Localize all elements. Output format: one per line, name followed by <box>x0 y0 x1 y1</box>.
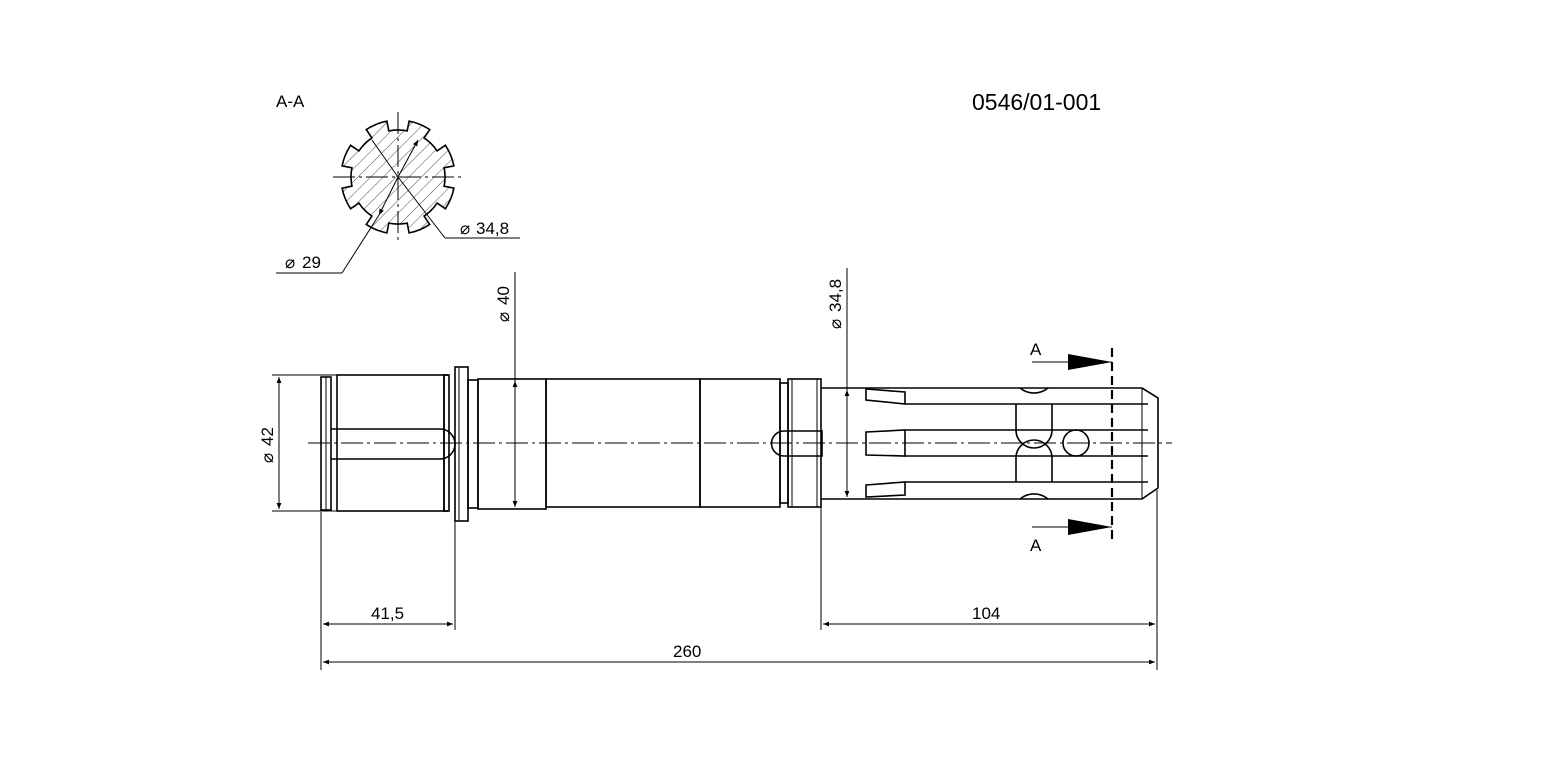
groove-pin-slot <box>770 430 823 457</box>
section-dia-348-arrow <box>397 139 419 178</box>
section-dia-29-arrow <box>378 176 399 216</box>
spline-groove-lower <box>1015 439 1053 482</box>
shaft-main-view: A A <box>308 340 1172 555</box>
dim-348-value: 34,8 <box>826 279 845 312</box>
spline-bottom-undercut <box>1019 493 1049 500</box>
collar-body-40 <box>477 378 547 510</box>
retaining-collar <box>454 366 469 522</box>
dim-42-symbol: ⌀ <box>258 453 277 463</box>
dim-40-value: 40 <box>494 286 513 305</box>
section-dia-29-symbol: ⌀ <box>285 253 295 272</box>
dim-104-value: 104 <box>972 604 1000 623</box>
cut-arrow-bottom <box>1068 519 1112 535</box>
section-dia-29-leader <box>341 214 380 274</box>
dim-260-value: 260 <box>673 642 701 661</box>
part-number: 0546/01-001 <box>972 89 1101 115</box>
cut-mark-top: A <box>1030 340 1042 359</box>
spline-top-undercut <box>1019 387 1049 394</box>
section-dia-29-line-a <box>371 139 399 178</box>
section-view: ⌀ 34,8 ⌀ 29 <box>276 112 520 274</box>
cut-mark-bottom: A <box>1030 536 1042 555</box>
section-dia-348-symbol: ⌀ <box>460 219 470 238</box>
section-label: A-A <box>276 92 305 111</box>
section-dia-348-leader-ext <box>427 215 446 239</box>
dimensions: ⌀ 42 ⌀ 40 ⌀ 34,8 41,5 104 260 <box>258 268 1158 670</box>
section-dia-29-value: 29 <box>302 253 321 272</box>
dim-415-value: 41,5 <box>371 604 404 623</box>
section-dia-348-value: 34,8 <box>476 219 509 238</box>
spline-tooth-top-tip <box>865 388 906 405</box>
spline-tooth-bottom-tip <box>865 481 906 498</box>
spline-shaft-outline <box>821 387 1159 500</box>
collar-step <box>467 379 479 509</box>
dim-348-symbol: ⌀ <box>826 319 845 329</box>
spline-groove-upper <box>1015 404 1053 449</box>
dim-40-symbol: ⌀ <box>494 312 513 322</box>
cut-arrow-top <box>1068 354 1112 370</box>
dim-42-value: 42 <box>258 427 277 446</box>
section-dia-348-leader <box>397 176 429 217</box>
keyway-slot <box>331 428 456 460</box>
